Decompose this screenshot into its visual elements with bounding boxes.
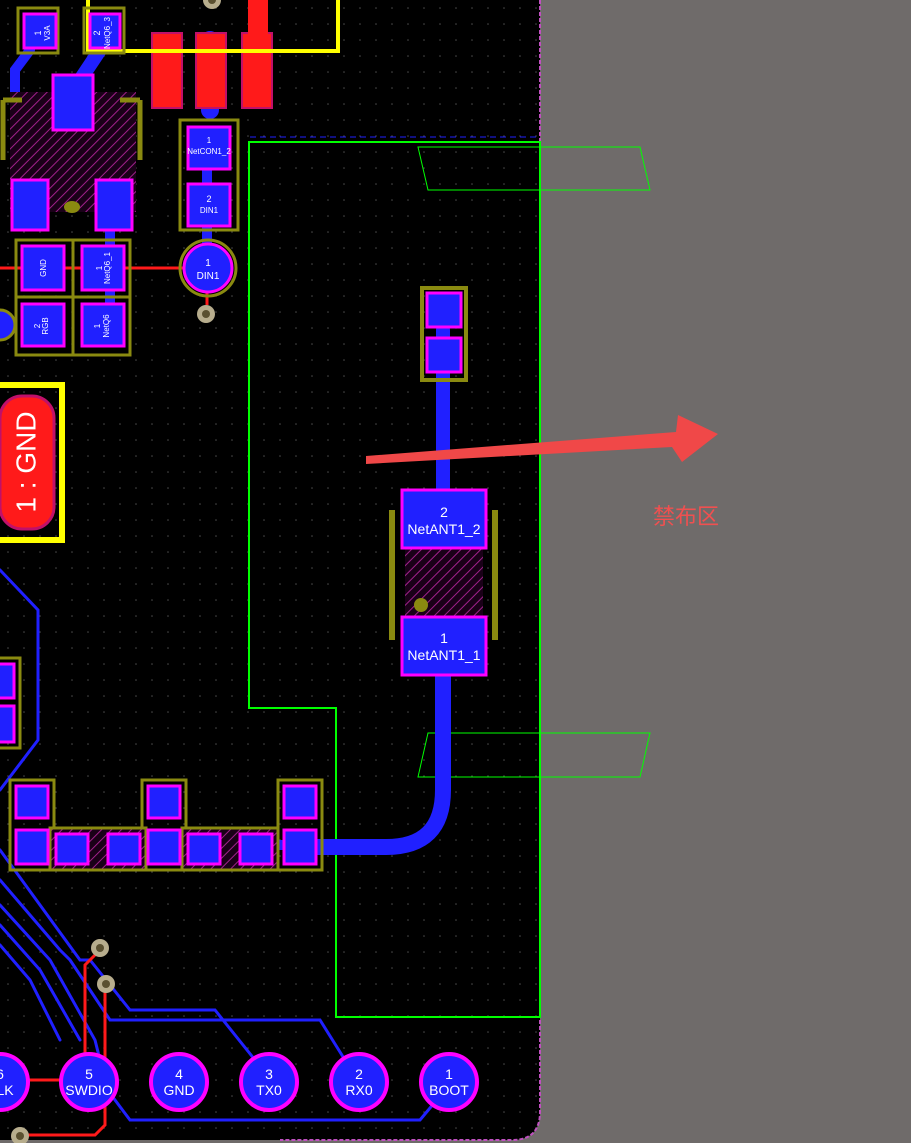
pin-number: 1 <box>445 1066 453 1082</box>
gnd-pad-label: 1 : GND <box>10 411 41 512</box>
pad-net: NetANT1_1 <box>407 647 480 663</box>
pad-label: 1 <box>93 323 102 328</box>
pad-label: 2 <box>92 30 102 35</box>
pad-label: 2 <box>206 194 211 204</box>
pad-label: 1 <box>440 630 448 646</box>
antenna-matching-cap[interactable] <box>420 286 468 382</box>
edge-pad[interactable] <box>0 308 17 342</box>
connector-pads[interactable] <box>151 0 273 109</box>
pin-net: TX0 <box>256 1082 282 1098</box>
pad-net: NetCON1_2 <box>187 147 231 156</box>
pad-net: NetQ6_3 <box>103 16 112 49</box>
netcon-component[interactable]: 1 NetCON1_2 2 DIN1 <box>178 118 240 232</box>
gnd-pad-highlighted[interactable]: 1 : GND <box>0 382 65 543</box>
pin-number: 6 <box>0 1066 4 1082</box>
pin-net: SWDIO <box>65 1082 113 1098</box>
pi-matching-network[interactable] <box>8 778 324 872</box>
pad-label: 1 <box>33 30 43 35</box>
pin-net: RX0 <box>345 1082 372 1098</box>
pin-number: 2 <box>355 1066 363 1082</box>
header-pin[interactable]: 5 SWDIO <box>59 1052 119 1112</box>
pin-net: CLK <box>0 1082 14 1098</box>
pad-label: 2 <box>33 323 42 328</box>
pad-label: 2 <box>440 504 448 520</box>
small-passive-pads[interactable]: GND 1 NetQ6_1 2 RGB 1 NetQ6 <box>14 238 132 357</box>
keepout-annotation-label: 禁布区 <box>653 504 719 529</box>
pad-net: DIN1 <box>197 271 220 282</box>
pad-label: 1 <box>205 258 211 269</box>
keepout-region-outline[interactable] <box>248 141 541 1018</box>
vias[interactable] <box>11 0 221 1143</box>
top-left-components[interactable]: 1 V3A 2 NetQ6_3 <box>0 6 143 232</box>
header-pin[interactable]: 3 TX0 <box>239 1052 299 1112</box>
board-edge <box>280 0 541 1141</box>
red-arrow-icon <box>366 415 718 464</box>
keepout-marker-top <box>417 146 651 191</box>
left-edge-pads[interactable] <box>0 656 22 750</box>
selection-highlight-top <box>86 0 340 53</box>
header-pins[interactable]: 6 CLK 5 SWDIO 4 GND 3 TX0 2 RX0 1 BOOT <box>0 1052 479 1112</box>
din1-pad[interactable]: 1 DIN1 <box>178 238 238 298</box>
pin-number: 5 <box>85 1066 93 1082</box>
pin-number: 4 <box>175 1066 183 1082</box>
header-pin[interactable]: 1 BOOT <box>419 1052 479 1112</box>
header-pin[interactable]: 6 CLK <box>0 1052 30 1112</box>
pad-net: V3A <box>43 25 52 41</box>
pin-net: GND <box>163 1082 194 1098</box>
keepout-marker-bottom <box>417 732 651 778</box>
pad-net: NetQ6 <box>102 314 111 338</box>
pad-net: NetQ6_1 <box>103 251 112 284</box>
pad-net: GND <box>39 259 48 277</box>
pin-number: 3 <box>265 1066 273 1082</box>
pin-net: BOOT <box>429 1082 469 1098</box>
pad-label: 1 <box>95 265 104 270</box>
antenna-component[interactable]: 2 NetANT1_2 1 NetANT1_1 <box>389 488 498 677</box>
pad-net: RGB <box>41 317 50 334</box>
header-pin[interactable]: 2 RX0 <box>329 1052 389 1112</box>
pad-net: DIN1 <box>200 206 219 215</box>
pad-net: NetANT1_2 <box>407 521 480 537</box>
header-pin[interactable]: 4 GND <box>149 1052 209 1112</box>
pad-label: 1 <box>207 136 212 145</box>
